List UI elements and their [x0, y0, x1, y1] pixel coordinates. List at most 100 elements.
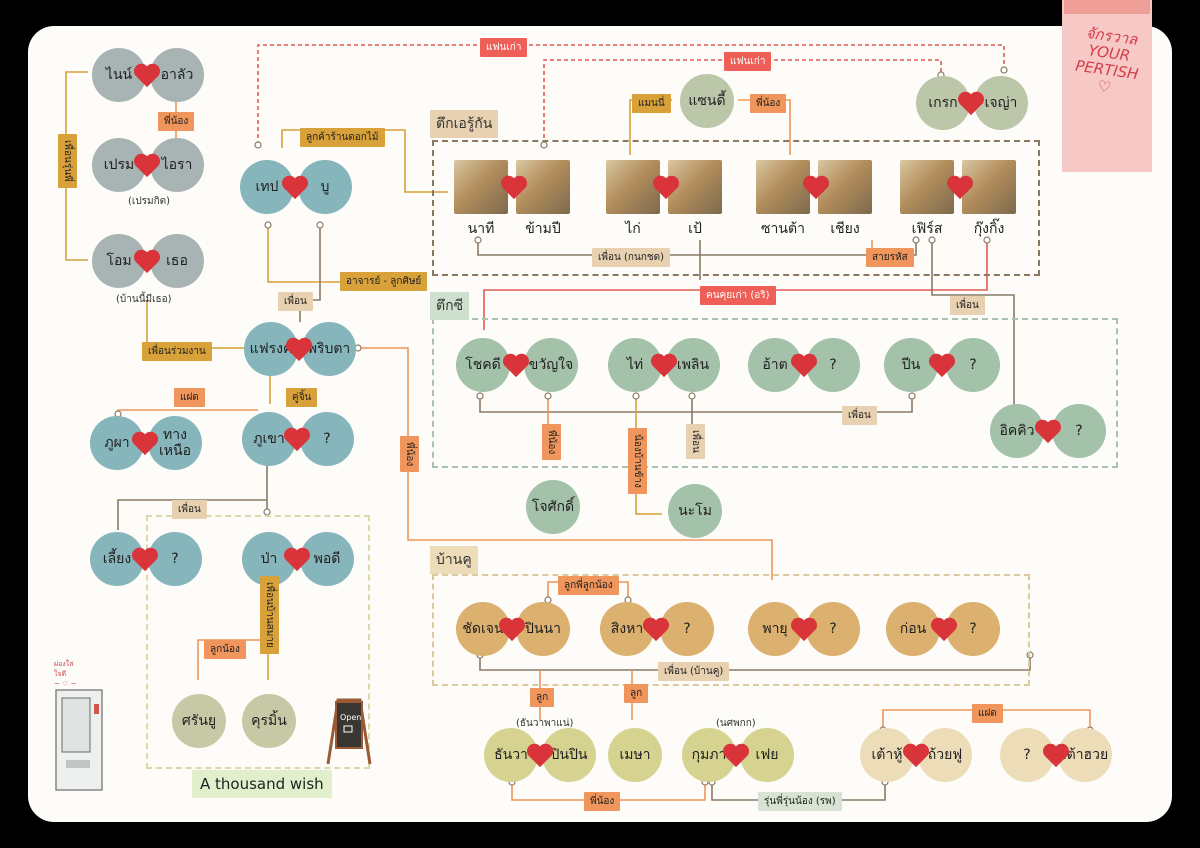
tag-florist: ลูกค้าร้านดอกไม้: [300, 128, 385, 147]
sticky-note: [1062, 0, 1152, 172]
person-pribta: พริบตา: [302, 322, 356, 376]
sticky-text: จักรวาล YOUR PERTISH ♡: [1074, 23, 1140, 97]
person-alan: อาลัว: [150, 48, 204, 102]
note-thanwa: (ธันวาพาแน่): [516, 718, 574, 729]
heart-icon: [281, 175, 309, 200]
canvas-board: [28, 26, 1172, 822]
heart-icon: [285, 337, 313, 362]
note-prem: (เปรมกิต): [128, 196, 171, 207]
heart-icon: [131, 547, 159, 572]
tag-senior: รุ่นพี่รุ่นน้อง (รพ): [758, 792, 842, 811]
heart-icon: [642, 617, 670, 642]
label-first: เฟิร์ส: [911, 221, 943, 237]
heart-icon: [1042, 743, 1070, 768]
tag-teacher: อาจารย์ - ลูกศิษย์: [340, 272, 428, 291]
tag-sibling-vertical: พี่น้อง: [400, 436, 419, 473]
person-kon: ก่อน: [886, 602, 940, 656]
heart-icon: [928, 353, 956, 378]
tag-friend-liang: เพื่อน: [172, 500, 207, 519]
label-santa: ซานต้า: [761, 221, 805, 237]
tag-child-2: ลูก: [624, 684, 649, 703]
tag-ex-top: แฟนเก่า: [480, 38, 528, 57]
person-kummin: คุรมิ้น: [242, 694, 296, 748]
heart-icon: [652, 175, 680, 200]
tag-sibling-prem: พี่น้อง: [158, 112, 195, 131]
person-khwanjai: ขวัญใจ: [524, 338, 578, 392]
portrait-santa: [756, 160, 810, 214]
person-pordee: พอดี: [300, 532, 354, 586]
tag-rival: แฝด: [174, 388, 205, 407]
heart-icon: [133, 249, 161, 274]
tag-coworker: เพื่อนร่วมงาน: [142, 342, 212, 361]
person-jossak: โจศักดิ์: [526, 480, 580, 534]
tag-partner: คู่จิ้น: [286, 388, 318, 407]
svg-text:ใจดี: ใจดี: [54, 669, 66, 678]
portrait-nathee: [454, 160, 508, 214]
tag-friend-tukc: เพื่อน: [842, 406, 877, 425]
heart-icon: [283, 547, 311, 572]
person-sandy: แซนดี้: [680, 74, 734, 128]
tag-friend-tep: เพื่อน: [278, 292, 313, 311]
heart-icon: [790, 353, 818, 378]
portrait-kai: [606, 160, 660, 214]
tuk-c-box: [432, 318, 1118, 468]
heart-icon: [790, 617, 818, 642]
vending-machine-icon: ผ่องใส ใจดี ~ ♡ ~: [54, 659, 103, 791]
sticky-tape: [1064, 0, 1150, 14]
person-phukhao-partner: ?: [300, 412, 354, 466]
tag-friend-first: เพื่อน: [950, 296, 985, 315]
heart-icon: [902, 743, 930, 768]
heart-icon: [722, 743, 750, 768]
tag-cousin: ลูกพี่ลูกน้อง: [558, 576, 619, 595]
heart-icon: [500, 175, 528, 200]
heart-icon: [946, 175, 974, 200]
tag-rival-bottom: แฝด: [972, 704, 1003, 723]
heart-icon: [133, 153, 161, 178]
person-mesa: เมษา: [608, 728, 662, 782]
tag-sibling-jossak: พี่น้อง: [542, 424, 561, 461]
label-pao: เป้: [688, 221, 702, 237]
heart-icon: [957, 91, 985, 116]
heart-icon: [283, 427, 311, 452]
person-ter: เธอ: [150, 234, 204, 288]
heart-icon: [1034, 419, 1062, 444]
person-fareng: แฟรงค์: [244, 322, 298, 376]
section-baan-koo: บ้านคู: [430, 546, 478, 574]
person-chatjen: ชัดเจน: [456, 602, 510, 656]
tag-nephew: ลูกน้อง: [204, 640, 246, 659]
label-khampee: ข้ามปี: [525, 221, 561, 237]
person-boo: บู: [298, 160, 352, 214]
person-pin: ปีน: [884, 338, 938, 392]
tag-friend-namo: เพื่อน: [686, 424, 705, 459]
section-tuk-c: ตึกซี: [430, 292, 470, 320]
person-ikkiw: อิคคิว: [990, 404, 1044, 458]
heart-icon: [131, 431, 159, 456]
person-chokdee: โชคดี: [456, 338, 510, 392]
person-jenya: เจญ่า: [974, 76, 1028, 130]
person-namo: นะโม: [668, 484, 722, 538]
tag-exlover: คนคุยเก่า (อริ): [700, 286, 776, 305]
tag-neighbor: น้องบ้านข้าง: [628, 428, 647, 494]
tuk-ao-box: [432, 140, 1040, 276]
svg-text:ผ่องใส: ผ่องใส: [54, 659, 74, 668]
person-pin-partner: ?: [946, 338, 1000, 392]
label-kungking: กุ๊งกิ๊ง: [973, 221, 1005, 237]
tag-sibling-sandy: พี่น้อง: [750, 94, 787, 113]
person-fei: เฟย: [740, 728, 794, 782]
person-liang-partner: ?: [148, 532, 202, 586]
tag-friend-baan: เพื่อน (บ้านคู): [658, 662, 730, 681]
thousand-wish-box: [146, 515, 370, 769]
heart-icon: [650, 353, 678, 378]
svg-text:Open: Open: [340, 713, 361, 722]
tag-house-friend: เพื่อนบ้านสมาย: [260, 576, 279, 654]
label-nathee: นาที: [467, 221, 495, 237]
heart-icon: [133, 63, 161, 88]
note-om: (บ้านนี้มีเธอ): [116, 294, 172, 305]
tag-sibling-bottom: พี่น้อง: [584, 792, 621, 811]
portrait-first: [900, 160, 954, 214]
open-sign-icon: Open: [326, 698, 372, 765]
heart-icon: [502, 353, 530, 378]
section-tuk-ao: ตึกเอรู้กัน: [430, 110, 499, 138]
tag-friend-knnt: เพื่อน (กนกชด): [592, 248, 671, 267]
